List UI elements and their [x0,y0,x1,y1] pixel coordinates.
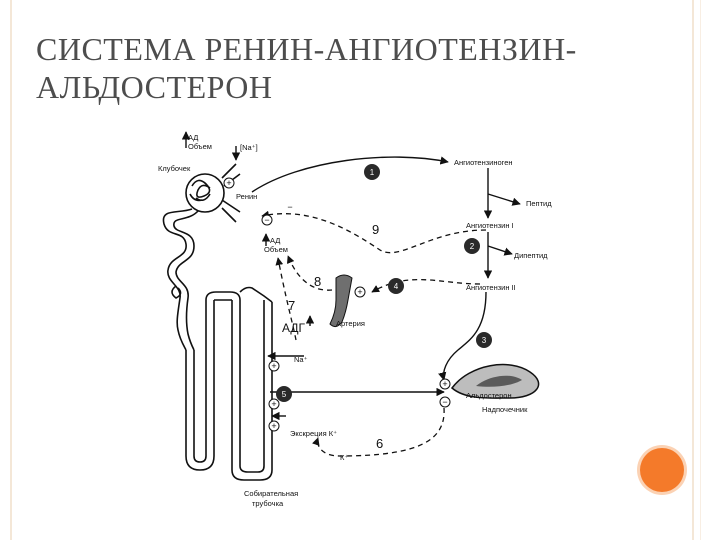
nephron [162,163,273,481]
label-glomerulus: Клубочек [158,164,191,173]
label-dipeptide: Дипептид [514,251,548,260]
collecting-duct-inner [239,300,265,473]
artery-icon [329,274,353,328]
label-artery: Артерия [336,319,365,328]
plus-sign: + [271,399,276,409]
arrow-ang2-to-adrenal [438,291,487,381]
collecting-duct-outer [231,300,273,481]
loop-of-henle-outer [185,300,215,471]
label-angiotensin-2: Ангиотензин II [466,283,516,292]
pathway-9-label: 9 [372,222,379,237]
plus-sign: + [271,361,276,371]
pathway-3-label: 3 [482,336,487,345]
pathway-1-label: 1 [370,168,375,177]
pathway-3-marker [476,332,492,348]
plus-sign: + [271,421,276,431]
label-angiotensinogen: Ангиотензиноген [454,158,513,167]
label-na-top: [Na⁺] [240,143,258,152]
label-adg: АДГ [282,321,306,335]
pathway-number-circles [276,164,492,402]
label-angiotensin-1: Ангиотензин I [466,221,514,230]
label-k-excretion: Экскреция К⁺ [290,429,337,438]
loop-of-henle-inner [193,300,207,463]
slide-frame-right-line [692,0,694,540]
plus-marker-collect [268,398,280,410]
pathway-4-label: 4 [394,282,399,291]
sign-marker-labels: + − + + − + + + − [226,178,447,431]
arrow-to-dipeptide [487,245,513,256]
plus-marker-renin [223,177,235,189]
plus-sign: + [442,379,447,389]
minus-sign: − [264,215,269,225]
label-peptide: Пептид [526,199,552,208]
label-renin: Ренин [236,192,257,201]
distal-connection-inner [205,291,241,301]
proximal-tubule-outer [162,208,193,351]
label-collecting-duct-1: Собирательная [244,489,298,498]
pathway-4-marker [388,278,404,294]
diagram-labels: АД Объем [Na⁺] Клубочек Ренин Ангиотензи… [158,133,552,508]
pathway-2-label: 2 [470,242,475,251]
label-collecting-duct-2: трубочка [252,499,284,508]
slide-frame-right-line-2 [700,0,701,540]
label-ad-top: АД [188,133,198,142]
efferent-arteriole [221,199,241,223]
feedback-8 [286,255,333,291]
tubule-coil-detail [171,285,182,299]
slide-frame-left-line [10,0,12,540]
label-volume-top: Объем [188,142,212,151]
glomerulus-capsule [185,173,225,213]
pathway-6-label: 6 [376,436,383,451]
proximal-tubule-inner [173,210,199,351]
plus-marker-artery [354,286,366,298]
slide-title-line-1: СИСТЕМА РЕНИН-АНГИОТЕНЗИН- [36,31,577,67]
slide-title: СИСТЕМА РЕНИН-АНГИОТЕНЗИН- АЛЬДОСТЕРОН [36,30,636,106]
plus-sign: + [226,178,231,188]
feedback-arrows [261,210,487,457]
slide-title-line-2: АЛЬДОСТЕРОН [36,69,273,105]
pathway-8-label: 8 [314,274,321,289]
label-ad-mid: АД [270,236,280,245]
pathway-2-marker [464,238,480,254]
label-aldosterone: Альдостерон [466,391,512,400]
feedback-6 [312,407,445,457]
plus-marker-k [268,420,280,432]
minus-sign: − [442,397,447,407]
minus-marker-juxta [261,214,273,226]
collecting-duct-top [239,286,273,303]
pathway-1-marker [364,164,380,180]
adrenal-gland [450,363,540,399]
label-volume-mid: Объем [264,245,288,254]
pathway-5-marker [276,386,292,402]
minus-sign-renin-feedback: − [287,202,292,212]
pathway-7-label: 7 [288,298,295,313]
plus-sign: + [357,287,362,297]
arrow-renin-to-angiotensinogen [251,156,449,193]
plus-marker-adrenal [439,378,451,390]
solid-arrows [181,131,521,421]
decorative-orange-dot [640,448,684,492]
label-adrenal: Надпочечник [482,405,528,414]
feedback-9 [261,210,487,254]
minus-marker-adrenal [439,396,451,408]
label-na-plus: Na⁺ [294,355,308,364]
pathway-plain-numbers: 6 7 8 9 [288,222,383,451]
feedback-4 [371,278,481,293]
glomerulus-capillary-tuft [189,179,211,202]
plus-marker-na [268,360,280,372]
pathway-number-labels: 1 2 3 4 5 [282,168,487,399]
label-k-plus: К⁺ [340,453,348,462]
arrow-to-peptide [487,193,521,206]
pathway-5-label: 5 [282,390,287,399]
sign-markers [223,177,451,432]
